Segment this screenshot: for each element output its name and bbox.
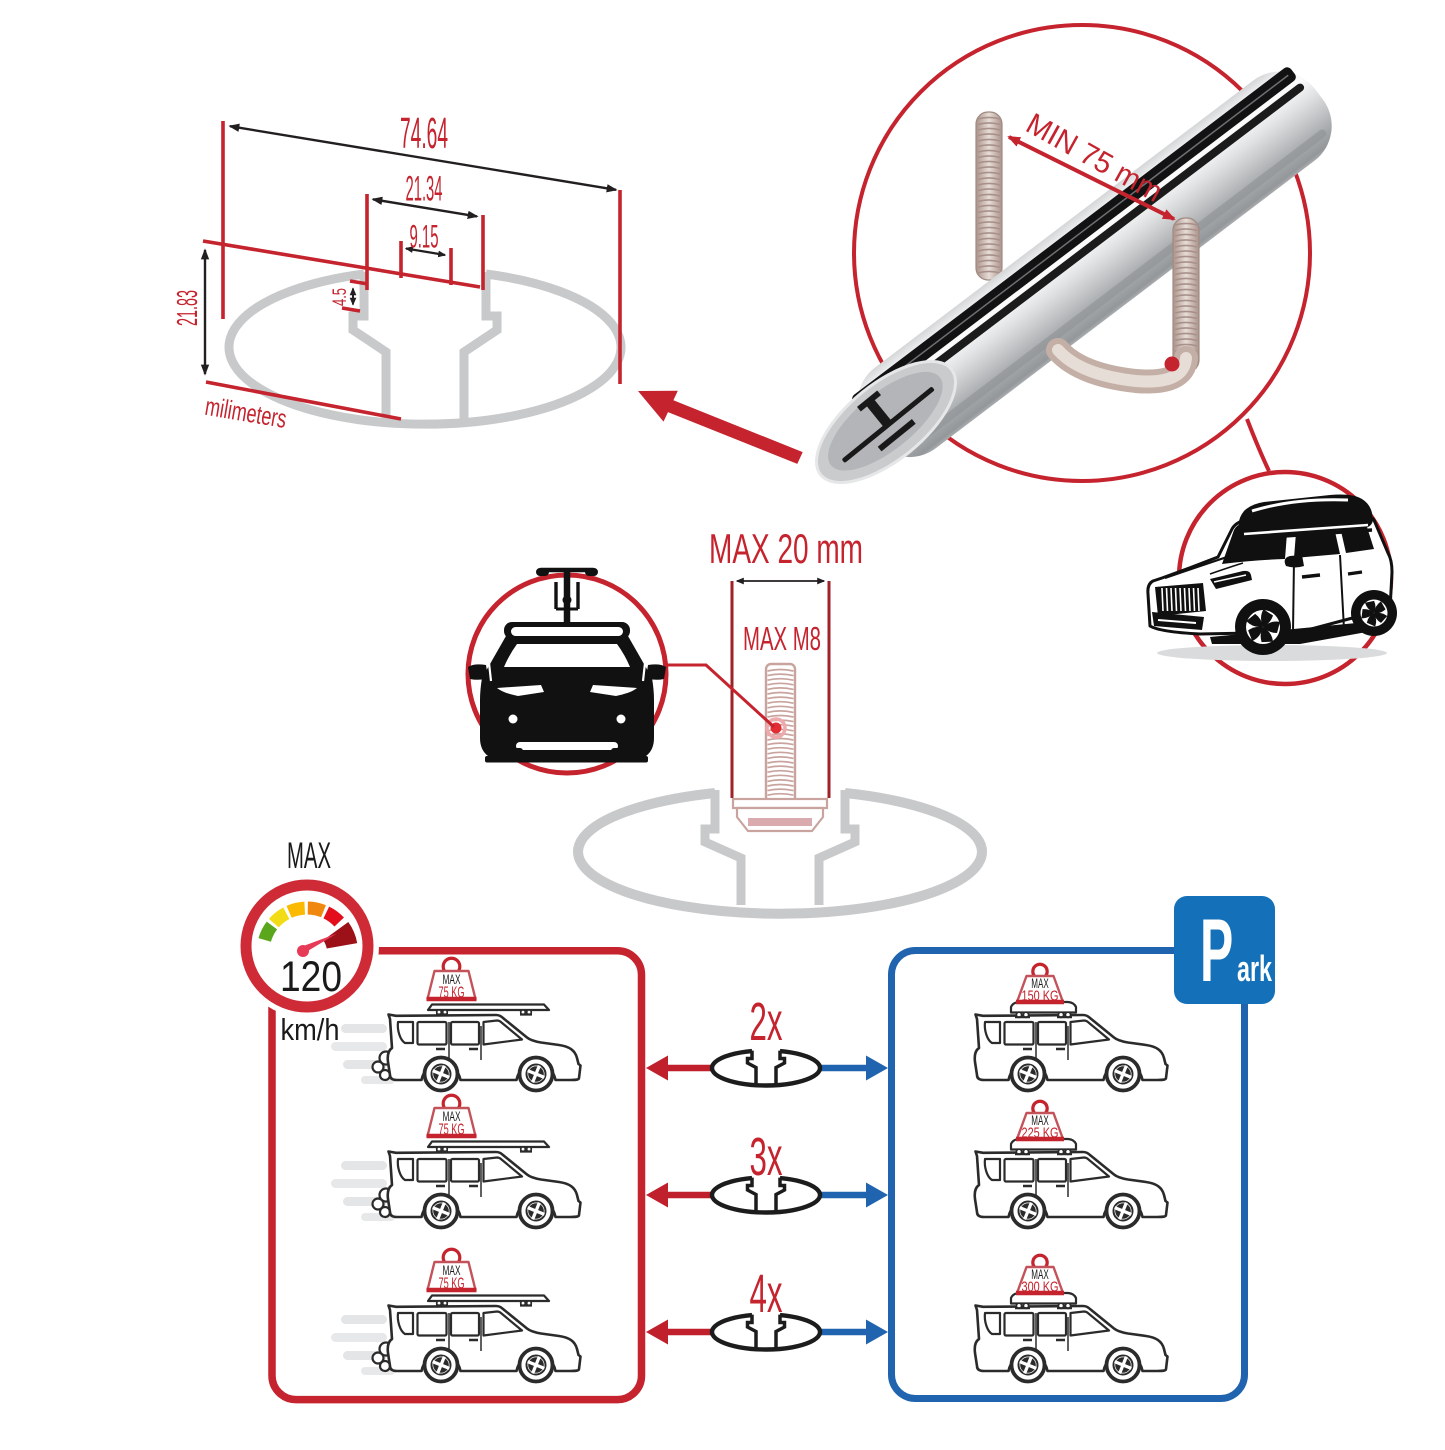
svg-text:P: P xyxy=(1200,902,1233,1001)
svg-text:120: 120 xyxy=(280,952,342,1000)
svg-text:2x: 2x xyxy=(749,992,782,1052)
svg-text:21.34: 21.34 xyxy=(406,169,443,208)
svg-text:MAX: MAX xyxy=(1031,1114,1049,1129)
svg-text:75 KG: 75 KG xyxy=(439,1120,465,1138)
svg-text:150 KG: 150 KG xyxy=(1022,987,1059,1004)
svg-text:MAX: MAX xyxy=(1031,977,1049,992)
svg-text:ark: ark xyxy=(1237,950,1272,989)
svg-text:MAX: MAX xyxy=(287,836,331,877)
svg-text:km/h: km/h xyxy=(281,1013,340,1047)
svg-text:75 KG: 75 KG xyxy=(439,1274,465,1292)
svg-text:300 KG: 300 KG xyxy=(1022,1278,1059,1295)
svg-text:9.15: 9.15 xyxy=(409,219,438,255)
svg-text:21.83: 21.83 xyxy=(170,290,203,326)
svg-text:225 KG: 225 KG xyxy=(1022,1124,1059,1141)
svg-text:MAX M8: MAX M8 xyxy=(743,620,821,657)
svg-text:MAX: MAX xyxy=(443,1264,461,1279)
svg-text:4x: 4x xyxy=(749,1264,782,1324)
svg-text:4.5: 4.5 xyxy=(328,288,350,306)
svg-text:MAX: MAX xyxy=(443,973,461,988)
svg-text:MAX 20 mm: MAX 20 mm xyxy=(709,525,863,572)
svg-text:MAX: MAX xyxy=(443,1110,461,1125)
svg-text:75 KG: 75 KG xyxy=(439,983,465,1001)
svg-text:74.64: 74.64 xyxy=(400,109,448,158)
svg-text:MAX: MAX xyxy=(1031,1268,1049,1283)
svg-text:3x: 3x xyxy=(749,1127,782,1187)
